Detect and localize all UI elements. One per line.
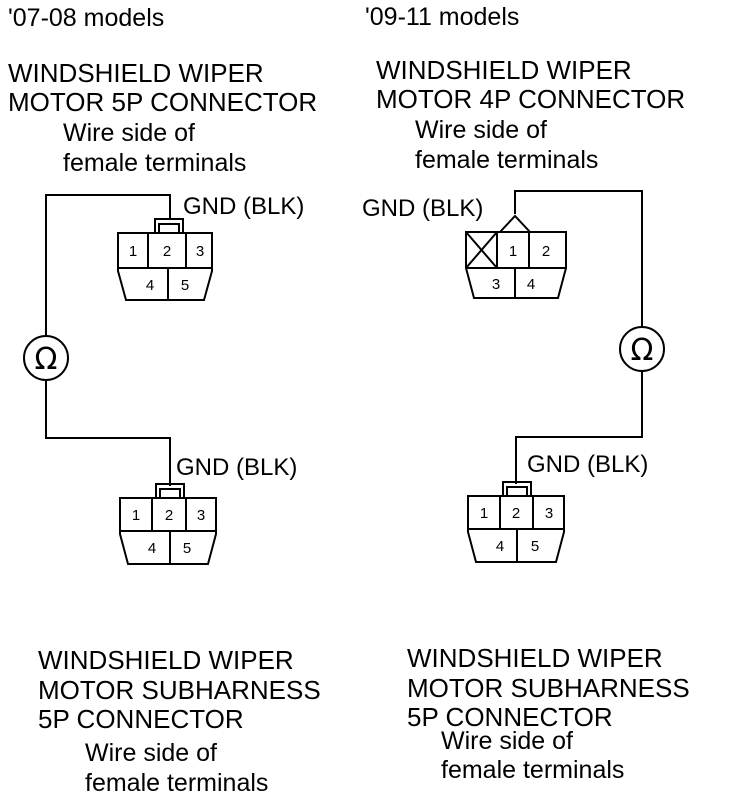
right-bottom-connector-sub-2: female terminals xyxy=(441,756,625,784)
right-bottom-connector xyxy=(467,481,565,563)
pin-number: 5 xyxy=(531,538,539,555)
gnd-terminal-marker xyxy=(499,214,531,233)
pin-number: 4 xyxy=(148,540,156,557)
pin-number: 3 xyxy=(197,507,205,524)
right-wire xyxy=(514,190,643,484)
left-bottom-connector-sub-1: Wire side of xyxy=(85,739,217,767)
right-bottom-connector-title-1: WINDSHIELD WIPER xyxy=(407,643,663,673)
left-top-connector xyxy=(117,218,213,301)
left-top-connector-sub-2: female terminals xyxy=(63,149,247,177)
left-wire xyxy=(45,194,171,486)
pin-number: 2 xyxy=(163,243,171,260)
right-top-gnd-label: GND (BLK) xyxy=(362,195,484,222)
pin-number: 3 xyxy=(196,243,204,260)
pin-number: 5 xyxy=(181,277,189,294)
left-bottom-connector-title-2: MOTOR SUBHARNESS xyxy=(38,675,321,705)
right-top-connector-title-1: WINDSHIELD WIPER xyxy=(376,55,632,85)
pin-number: 1 xyxy=(509,243,517,260)
right-model-label: '09-11 models xyxy=(365,3,520,31)
left-ohm-symbol: Ω xyxy=(35,342,58,377)
pin-number: 3 xyxy=(545,505,553,522)
right-ohm-symbol: Ω xyxy=(631,333,654,368)
pin-number: 2 xyxy=(542,243,550,260)
pin-number: 2 xyxy=(512,505,520,522)
right-top-connector-sub-1: Wire side of xyxy=(415,116,547,144)
pin-number: 1 xyxy=(129,243,137,260)
pin-number: 3 xyxy=(492,276,500,293)
left-bottom-connector-title-3: 5P CONNECTOR xyxy=(38,704,244,734)
left-top-connector-sub-1: Wire side of xyxy=(63,119,195,147)
pin-number: 2 xyxy=(165,507,173,524)
left-bottom-connector-sub-2: female terminals xyxy=(85,769,269,797)
left-bottom-gnd-label: GND (BLK) xyxy=(176,454,298,481)
right-bottom-gnd-label: GND (BLK) xyxy=(527,451,649,478)
pin-number: 1 xyxy=(132,507,140,524)
right-top-connector xyxy=(465,214,567,299)
pin-number: 4 xyxy=(496,538,504,555)
left-top-connector-title-2: MOTOR 5P CONNECTOR xyxy=(8,87,318,117)
left-top-connector-title-1: WINDSHIELD WIPER xyxy=(8,58,264,88)
left-ohmmeter-circle xyxy=(23,335,69,381)
right-top-connector-sub-2: female terminals xyxy=(415,146,599,174)
right-bottom-connector-sub-1: Wire side of xyxy=(441,727,573,755)
right-top-connector-title-2: MOTOR 4P CONNECTOR xyxy=(376,84,686,114)
pin-number: 4 xyxy=(527,276,535,293)
left-bottom-connector-title-1: WINDSHIELD WIPER xyxy=(38,645,294,675)
right-bottom-connector-title-3: 5P CONNECTOR xyxy=(407,702,613,732)
pin-number: 5 xyxy=(183,540,191,557)
left-top-gnd-label: GND (BLK) xyxy=(183,193,305,220)
pin-number: 4 xyxy=(146,277,154,294)
right-bottom-connector-title-2: MOTOR SUBHARNESS xyxy=(407,673,690,703)
left-model-label: '07-08 models xyxy=(8,4,165,32)
left-bottom-connector xyxy=(119,483,217,565)
right-ohmmeter-circle xyxy=(619,326,665,372)
pin-number: 1 xyxy=(480,505,488,522)
